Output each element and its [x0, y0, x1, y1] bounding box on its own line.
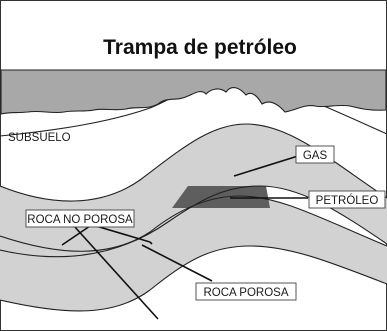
- porous-label-box: [195, 282, 297, 301]
- lower-porous-rock-band: [0, 196, 387, 311]
- oil-label: PETRÓLEO: [316, 194, 379, 207]
- oil-callout: PETRÓLEO: [308, 190, 386, 209]
- subsuelo-label: SUBSUELO: [8, 132, 71, 144]
- non-porous-leader-left: [61, 225, 91, 246]
- diagram-title: Trampa de petróleo: [103, 36, 297, 59]
- porous-rock-label: ROCA POROSA: [204, 287, 289, 299]
- oil-label-box: [308, 190, 386, 209]
- surface-layer: [0, 69, 387, 115]
- gas-leader-line: [233, 155, 299, 177]
- non-porous-label-box: [25, 209, 135, 228]
- non-porous-leader-right: [95, 225, 151, 243]
- porous-leader-line: [141, 244, 213, 282]
- non-porous-rock-callout: ROCA NO POROSA: [25, 209, 135, 228]
- non-porous-rock-label: ROCA NO POROSA: [27, 214, 133, 226]
- gas-layer: [210, 159, 270, 178]
- porous-rock-callout: ROCA POROSA: [195, 282, 297, 301]
- gas-label-box: [295, 145, 335, 164]
- non-porous-leader-bottom: [73, 225, 159, 320]
- leader-lines: [61, 155, 308, 320]
- oil-layer: [172, 186, 270, 208]
- gas-label: GAS: [303, 150, 328, 162]
- gas-callout: GAS: [295, 145, 335, 164]
- non-porous-leader-end: [149, 241, 153, 245]
